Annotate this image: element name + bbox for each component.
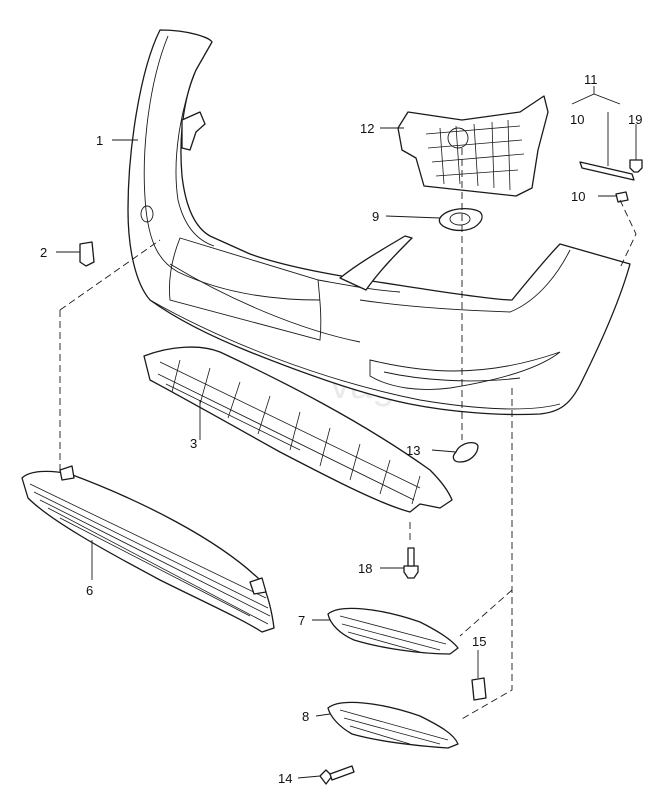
bolt-part-18 [403, 547, 419, 579]
callout-10-top: 10 [570, 112, 584, 127]
callout-1: 1 [96, 133, 103, 148]
callout-7: 7 [298, 613, 305, 628]
cap-part-13 [452, 441, 479, 463]
callout-6: 6 [86, 583, 93, 598]
callout-8: 8 [302, 709, 309, 724]
callout-19: 19 [628, 112, 642, 127]
clip-part-15 [471, 677, 487, 701]
callout-11: 11 [584, 72, 598, 87]
screw-part-19 [629, 148, 643, 173]
leader-lines [56, 86, 637, 779]
trim-strip-part-11 [579, 161, 635, 181]
nut-part-10 [615, 191, 629, 203]
callout-15: 15 [472, 634, 486, 649]
washer-cover-part-9 [438, 207, 483, 232]
callout-9: 9 [372, 209, 379, 224]
callout-12: 12 [360, 121, 374, 136]
fog-grille-part-7 [327, 607, 459, 655]
lower-grille-part-3 [143, 346, 453, 513]
callout-2: 2 [40, 245, 47, 260]
screw-part-14 [319, 765, 355, 785]
clip-part-2 [79, 241, 95, 267]
bracket-part-12 [397, 95, 549, 197]
callout-labels: 1 2 3 6 7 8 9 10 10 11 12 13 14 15 18 19 [40, 72, 642, 786]
callout-18: 18 [358, 561, 372, 576]
assembly-lines [59, 148, 637, 721]
callout-13: 13 [406, 443, 420, 458]
callout-14: 14 [278, 771, 292, 786]
fog-grille-part-8 [327, 701, 459, 749]
callout-3: 3 [190, 436, 197, 451]
bumper-cover [127, 29, 631, 416]
grille-part-6 [21, 465, 275, 633]
callout-10-lower: 10 [571, 189, 585, 204]
